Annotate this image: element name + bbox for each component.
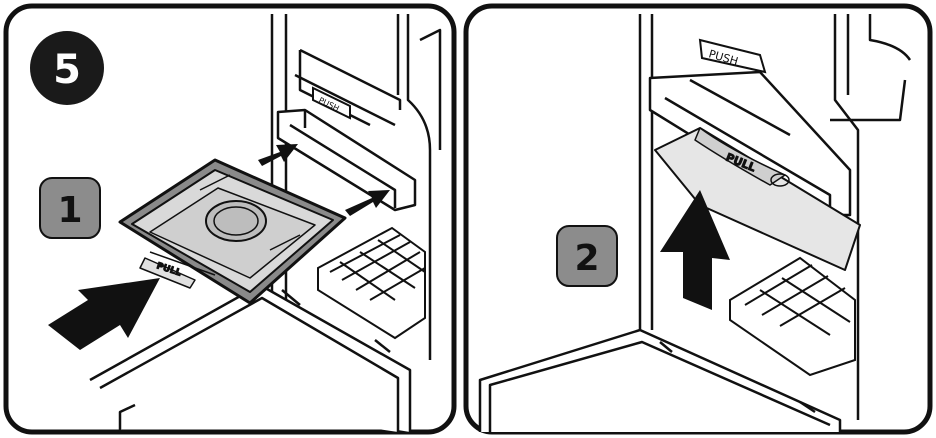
step-number: 5 [53, 47, 81, 93]
filter-bag-right: PULL [654, 127, 861, 271]
water-filter-left: PULL [118, 158, 347, 305]
step-badge: 5 [30, 31, 104, 105]
sub-step-badge-2: 2 [556, 225, 618, 287]
sub-step-number-2: 2 [574, 238, 599, 279]
push-button-left: PUSH [312, 86, 351, 120]
panel-left: PUSH [3, 3, 457, 435]
drawer-left [89, 283, 412, 432]
small-arrow-icon [258, 144, 298, 166]
insert-arrows-left [48, 144, 390, 350]
fridge-door-right [638, 14, 912, 420]
big-arrow-icon [48, 278, 160, 350]
ice-tray-left [317, 226, 426, 340]
filter-slot-left [276, 108, 417, 212]
sub-step-number-1: 1 [57, 190, 82, 231]
up-arrow-icon [660, 190, 730, 310]
small-arrow-icon [345, 190, 390, 216]
ice-tray-right [729, 256, 856, 377]
drawer-right [478, 328, 842, 432]
panel-right: PUSH PULL [463, 3, 933, 435]
sub-step-badge-1: 1 [39, 177, 101, 239]
